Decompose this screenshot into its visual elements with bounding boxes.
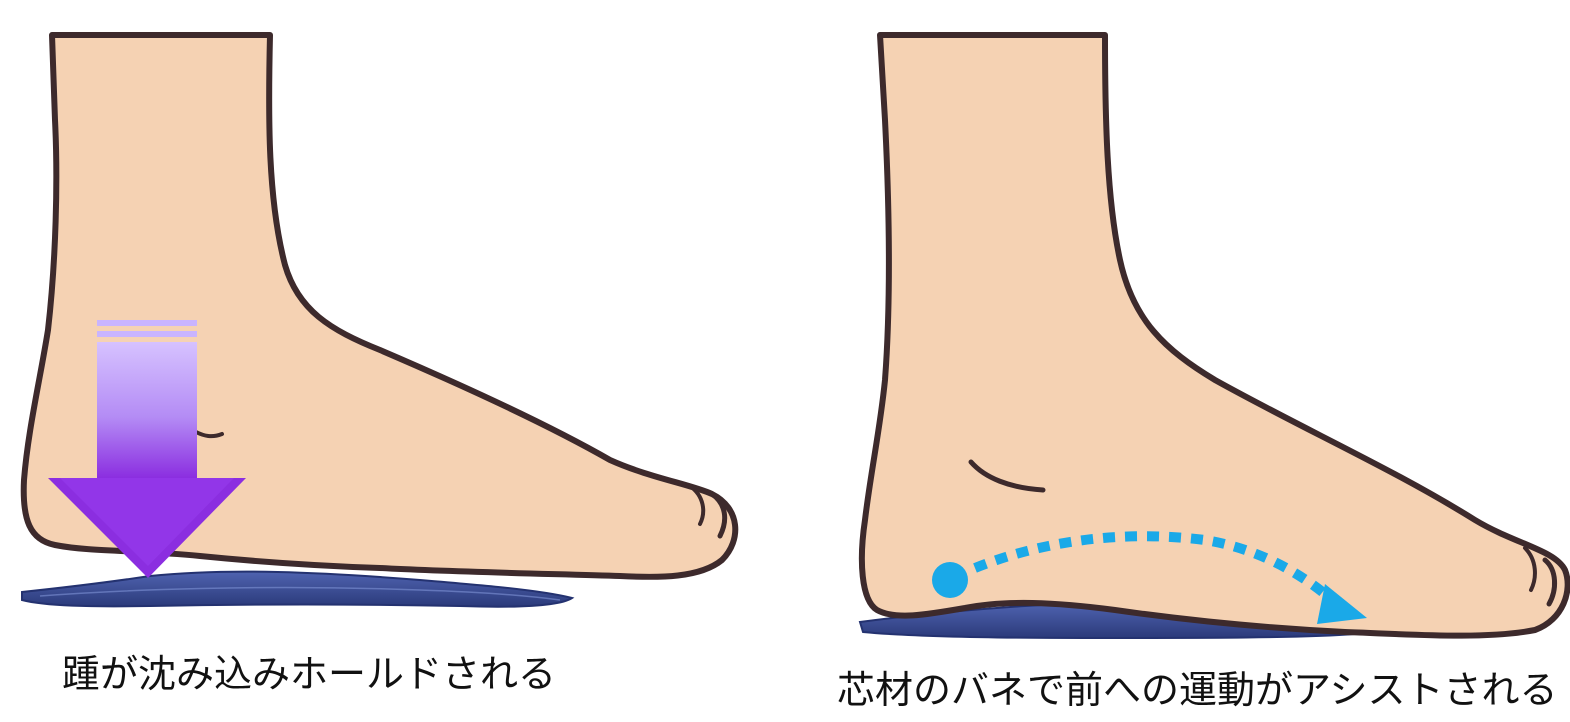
spring-assist-caption: 芯材のバネで前への運動がアシストされる xyxy=(837,668,1557,712)
heel-hold-caption: 踵が沈み込みホールドされる xyxy=(62,652,556,696)
heel-hold-figure xyxy=(0,0,785,722)
insole-illustration xyxy=(22,572,572,607)
panel-spring-assist: 芯材のバネで前への運動がアシストされる xyxy=(785,0,1570,722)
spring-assist-figure xyxy=(785,0,1570,722)
panel-heel-hold: 踵が沈み込みホールドされる xyxy=(0,0,785,722)
